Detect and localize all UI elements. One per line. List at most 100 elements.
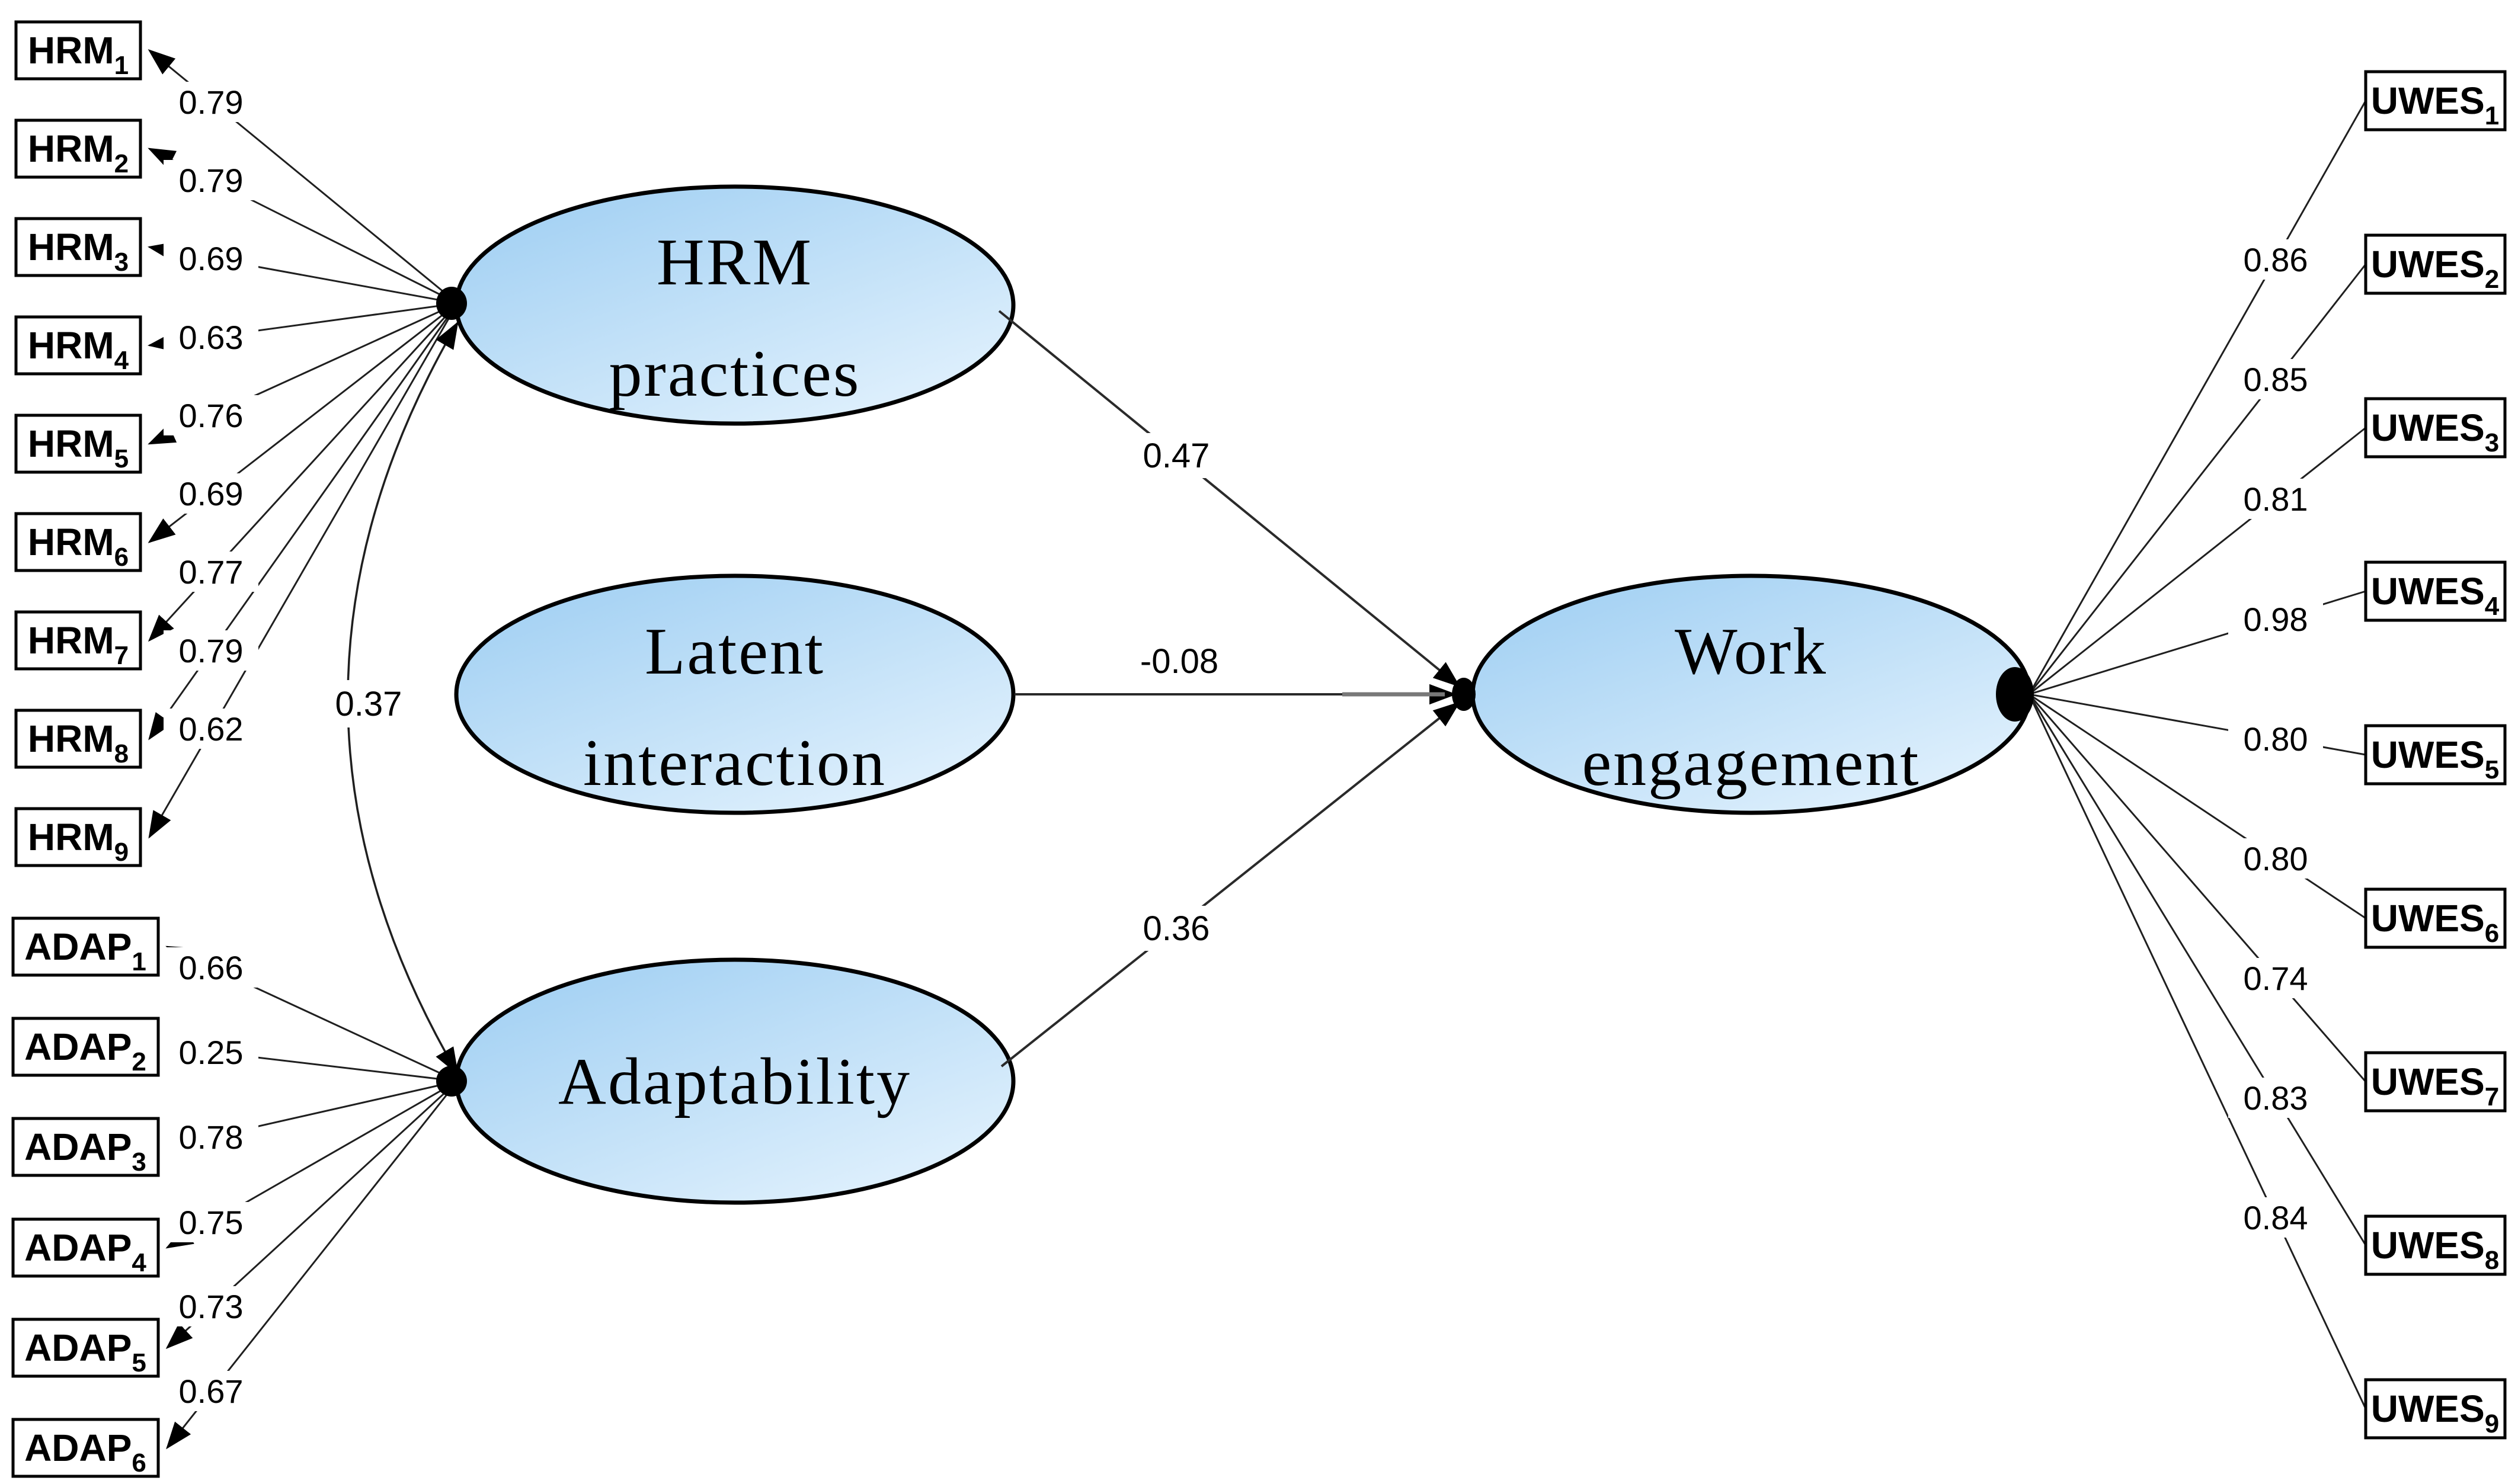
latent-label-adaptability: Adaptability [558,1045,911,1118]
indicator-box-label: ADAP6 [24,1427,146,1477]
gap-rect [2228,838,2323,879]
indicator-box-hrm-2 [14,118,142,179]
box-label-subscript: 6 [2485,919,2499,948]
loading-label-adap-1: 0.66 [179,949,244,986]
path-line-adaptability-to-we [1000,701,1461,1068]
loading-label-adap-4: 0.75 [179,1204,244,1241]
box-label-subscript: 2 [114,149,129,178]
loading-label-hrm-2: 0.79 [179,162,244,199]
box-label-base: HRM [28,226,114,268]
gap-rect [2228,1078,2323,1118]
box-label-base: ADAP [24,1025,132,1068]
box-label-base: HRM [28,521,114,563]
box-label-subscript: 2 [2485,265,2499,294]
indicator-line-hrm-8 [148,303,459,741]
loading-label-uwes-9: 0.84 [2244,1199,2308,1236]
box-label-base: HRM [28,619,114,662]
indicator-box-label: HRM8 [28,717,129,768]
gap-rect [164,947,258,988]
box-label-subscript: 6 [132,1448,146,1477]
indicator-box-label: HRM6 [28,521,129,572]
hub-blob-hrm [436,287,467,320]
indicator-box-label: HRM7 [28,619,129,670]
box-label-subscript: 3 [132,1148,146,1177]
gap-rect [164,1032,258,1072]
hub-blob-we-in [1452,678,1476,711]
loading-label-hrm-9: 0.62 [179,710,244,748]
indicator-box-label: HRM2 [28,127,129,178]
indicator-box-uwes-4 [2364,560,2507,622]
gap-rect [2228,958,2323,998]
loading-label-uwes-2: 0.85 [2244,361,2308,398]
indicator-line-uwes-2 [2028,264,2367,695]
gap-rect [164,160,258,200]
uwes-indicator-lines [2028,100,2367,1409]
indicator-box-hrm-1 [14,20,142,81]
gap-rect [164,82,258,122]
covariance-label: 0.37 [335,685,402,723]
gap-rect [164,395,258,435]
gap-rect [318,680,419,727]
indicator-box-adap-2 [11,1017,160,1077]
gap-rect [164,1202,258,1242]
hrm-box-labels: HRM1 HRM2 HRM3 HRM4 HRM5 HRM6 HRM7 HRM8 … [28,29,129,867]
box-label-subscript: 3 [114,248,129,277]
indicator-box-label: UWES8 [2371,1224,2499,1275]
indicator-box-adap-1 [11,916,160,977]
structural-paths [998,310,1461,1068]
indicator-line-uwes-1 [2028,100,2367,695]
indicator-box-label: UWES4 [2371,570,2500,621]
box-label-subscript: 9 [2485,1409,2499,1438]
gap-rect [164,630,258,671]
indicator-box-hrm-4 [14,315,142,376]
loading-label-hrm-7: 0.77 [179,553,244,591]
loading-label-adap-5: 0.73 [179,1288,244,1325]
indicator-box-hrm-5 [14,414,142,474]
path-line-hrm-to-we [998,310,1461,687]
adap-indicator-boxes [11,916,160,1478]
indicator-line-uwes-3 [2029,427,2366,695]
indicator-box-hrm-8 [14,709,142,769]
loading-label-uwes-6: 0.80 [2244,840,2308,877]
box-label-subscript: 8 [114,739,129,768]
box-label-base: ADAP [24,1226,132,1269]
uwes-indicator-boxes [2364,70,2507,1440]
gap-rect [164,317,258,357]
box-label-base: ADAP [24,925,132,968]
gap-rect [164,238,258,278]
gap-rect [2228,359,2323,399]
box-label-subscript: 9 [114,838,129,867]
box-label-subscript: 2 [132,1047,146,1076]
loading-label-uwes-8: 0.83 [2244,1079,2308,1117]
box-label-base: HRM [28,816,114,858]
indicator-box-uwes-5 [2364,724,2507,786]
indicator-box-label: UWES6 [2371,897,2499,948]
box-label-base: UWES [2371,1224,2485,1267]
box-label-subscript: 4 [114,346,129,375]
box-label-base: HRM [28,717,114,760]
indicator-box-uwes-8 [2364,1214,2507,1276]
loading-label-hrm-8: 0.79 [179,632,244,669]
latent-label-hrm-line1: HRM [657,226,813,299]
box-label-base: HRM [28,422,114,465]
indicator-line-uwes-7 [2028,694,2367,1082]
indicator-box-label: UWES7 [2371,1060,2499,1111]
indicator-box-adap-6 [11,1418,160,1478]
gap-rect [164,1286,258,1326]
indicator-box-label: ADAP4 [24,1226,146,1277]
uwes-box-labels: UWES1 UWES2 UWES3 UWES4 UWES5 UWES6 UWES… [2371,79,2500,1438]
indicator-box-adap-4 [11,1217,160,1278]
latent-label-hrm-line2: practices [609,337,861,411]
indicator-box-uwes-3 [2364,397,2507,459]
box-label-subscript: 5 [2485,755,2499,784]
path-coefficient-labels: 0.47 -0.08 0.36 0.37 [335,437,1219,948]
indicator-box-hrm-3 [14,217,142,277]
latent-label-interaction-line2: interaction [583,726,887,800]
box-label-base: UWES [2371,570,2485,613]
gap-rect [2228,239,2323,280]
loading-label-adap-3: 0.78 [179,1118,244,1156]
indicator-box-label: HRM5 [28,422,129,473]
indicator-box-label: ADAP5 [24,1326,146,1377]
gap-rect [2228,599,2323,639]
